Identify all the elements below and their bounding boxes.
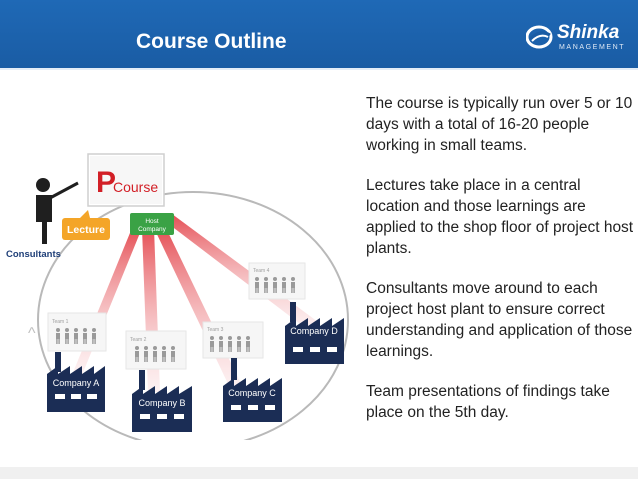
factory-company-d: Company D — [285, 302, 344, 364]
factory-company-c: Company C — [223, 358, 282, 422]
paragraph-consultants: Consultants move around to each project … — [366, 280, 633, 360]
team-label: Team 1 — [52, 319, 69, 325]
course-board: P Course — [87, 153, 165, 207]
factory-company-a: Company A — [47, 352, 105, 412]
team-label: Team 3 — [207, 327, 224, 333]
company-c-label: Company C — [228, 388, 276, 398]
presenter-icon — [36, 178, 79, 244]
team-group-4: Team 4 — [248, 262, 306, 300]
shinka-logo-icon — [526, 25, 553, 49]
caret-marker: ^ — [28, 325, 36, 342]
factory-icon — [223, 358, 282, 422]
course-letter: P — [96, 166, 116, 199]
lecture-bubble: Lecture — [62, 210, 110, 240]
company-d-label: Company D — [290, 326, 338, 336]
paragraph-lectures: Lectures take place in a central locatio… — [366, 177, 634, 257]
factory-icon — [132, 370, 192, 432]
consultants-label: Consultants — [6, 249, 61, 260]
beams — [72, 214, 318, 392]
company-b-label: Company B — [138, 398, 185, 408]
footer-bar — [0, 467, 638, 479]
circuit-ellipse — [37, 191, 349, 440]
factory-company-b: Company B — [132, 370, 192, 432]
beam-company-d — [166, 214, 318, 330]
logo-wordmark: Shinka — [557, 22, 620, 43]
team-group-3: Team 3 — [202, 321, 264, 359]
slide-header: Course Outline Shinka MANAGEMENT — [0, 0, 638, 70]
factory-icon — [47, 352, 105, 412]
team-label: Team 2 — [130, 337, 147, 343]
team-label: Team 4 — [253, 268, 270, 274]
page-title: Course Outline — [136, 30, 287, 53]
paragraph-presentations: Team presentations of findings take plac… — [366, 383, 610, 421]
logo-subtitle: MANAGEMENT — [559, 44, 626, 51]
lecture-label: Lecture — [67, 224, 105, 236]
company-a-label: Company A — [53, 378, 100, 388]
description-text: The course is typically run over 5 or 10… — [366, 93, 634, 442]
course-label: Course — [113, 179, 158, 195]
team-group-2: Team 2 — [125, 330, 187, 370]
factory-icon — [285, 302, 344, 364]
team-group-1: Team 1 — [47, 312, 107, 352]
paragraph-course-length: The course is typically run over 5 or 10… — [366, 95, 633, 154]
